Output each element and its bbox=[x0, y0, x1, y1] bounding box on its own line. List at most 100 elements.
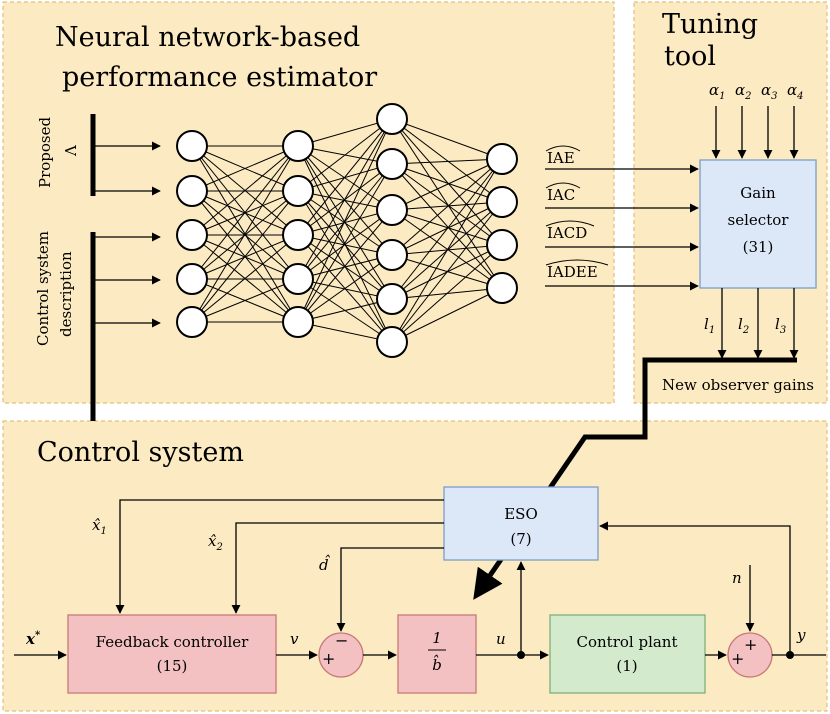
control-plant-block: Control plant (1) bbox=[549, 614, 706, 694]
u-junction bbox=[517, 651, 525, 659]
feedback-line2: (15) bbox=[157, 657, 188, 675]
output-label-iacd: IACD bbox=[547, 224, 587, 242]
nn-edge bbox=[391, 209, 503, 246]
tuning-title-line2: tool bbox=[664, 41, 716, 72]
alpha-label-2: α2 bbox=[735, 81, 752, 102]
output-arrows bbox=[545, 164, 699, 291]
nn-edge bbox=[297, 118, 393, 323]
nn-edge bbox=[391, 118, 503, 289]
nn-edge bbox=[391, 118, 503, 160]
nn-edge bbox=[391, 158, 503, 300]
signal-labels: x* v u y n d̂ x̂1 x̂2 bbox=[25, 516, 806, 648]
x1hat-label: x̂1 bbox=[92, 516, 107, 537]
sum2-plus-left: + bbox=[731, 649, 744, 668]
hat-iadee bbox=[545, 259, 609, 266]
estimator-title-line2: performance estimator bbox=[62, 62, 377, 93]
nn-edge bbox=[297, 118, 393, 236]
gain-selector-line3: (31) bbox=[743, 238, 774, 256]
alpha-label-1: α1 bbox=[709, 81, 726, 102]
n-label: n bbox=[732, 569, 742, 587]
y-label: y bbox=[796, 626, 806, 644]
hat-iac bbox=[545, 182, 581, 189]
nn-edge bbox=[191, 145, 299, 236]
nn-edge bbox=[191, 145, 299, 280]
eso-line1: ESO bbox=[504, 505, 538, 523]
nn-node-l1-3 bbox=[176, 219, 208, 251]
y-to-eso bbox=[599, 521, 791, 655]
eso-block: ESO (7) bbox=[443, 486, 599, 561]
output-label-iac: IAC bbox=[547, 186, 575, 204]
v-label: v bbox=[290, 630, 299, 648]
gain-selector-line2: selector bbox=[728, 211, 790, 229]
nn-node-l4-2 bbox=[486, 186, 518, 218]
control-desc-label-line1: Control system bbox=[34, 231, 52, 346]
nn-node-l1-1 bbox=[176, 130, 208, 162]
nn-node-l2-1 bbox=[282, 130, 314, 162]
nn-edge bbox=[297, 118, 393, 147]
sum1-plus: + bbox=[322, 649, 335, 668]
eso-line2: (7) bbox=[510, 530, 531, 548]
alpha-inputs: α1 α2 α3 α4 bbox=[709, 81, 804, 159]
xstar-label: x* bbox=[25, 630, 41, 648]
nn-node-l4-4 bbox=[486, 272, 518, 304]
nn-edge bbox=[391, 201, 503, 343]
feedback-line1: Feedback controller bbox=[96, 633, 250, 651]
nn-edge bbox=[191, 190, 299, 280]
nn-edge bbox=[297, 209, 393, 323]
x1hat-feedback bbox=[115, 499, 444, 614]
input-arrows bbox=[95, 141, 161, 328]
summation-1: + − bbox=[318, 631, 364, 678]
nn-edge bbox=[297, 321, 393, 343]
gain-label-3: l3 bbox=[775, 315, 786, 336]
nn-node-l1-2 bbox=[176, 175, 208, 207]
nn-edge bbox=[297, 163, 393, 323]
feedback-controller-block: Feedback controller (15) bbox=[67, 614, 277, 694]
nn-edges bbox=[191, 118, 503, 343]
nn-edge bbox=[391, 244, 503, 343]
nn-node-l3-5 bbox=[376, 283, 408, 315]
nn-edge bbox=[297, 118, 393, 192]
y-junction bbox=[786, 651, 794, 659]
nn-node-l2-2 bbox=[282, 175, 314, 207]
control-title: Control system bbox=[37, 437, 244, 468]
nn-edge bbox=[391, 158, 503, 165]
tuning-title-line1: Tuning bbox=[662, 9, 758, 40]
summation-2: + + bbox=[727, 632, 773, 678]
nn-edge bbox=[297, 254, 393, 280]
gain-selector-line1: Gain bbox=[740, 184, 776, 202]
nn-edge bbox=[391, 118, 503, 246]
sum1-minus: − bbox=[335, 631, 348, 650]
output-label-iadee: IADEE bbox=[547, 263, 598, 281]
nn-edge bbox=[297, 118, 393, 280]
lambda-label: Λ bbox=[62, 145, 80, 157]
nn-node-l3-3 bbox=[376, 194, 408, 226]
nn-edge bbox=[391, 201, 503, 211]
nn-node-l3-6 bbox=[376, 326, 408, 358]
dhat-label: d̂ bbox=[319, 555, 330, 574]
nn-edge bbox=[391, 118, 503, 203]
nn-edge bbox=[391, 163, 503, 203]
inverse-b-numerator: 1 bbox=[432, 629, 442, 647]
nn-node-l1-5 bbox=[176, 306, 208, 338]
inverse-b-block: 1 b̂ bbox=[397, 614, 477, 694]
nn-edge bbox=[191, 145, 299, 192]
nn-node-l2-4 bbox=[282, 263, 314, 295]
nn-edge bbox=[297, 254, 393, 323]
sum2-plus-top: + bbox=[744, 635, 757, 654]
gain-label-2: l2 bbox=[738, 315, 749, 336]
nn-edge bbox=[191, 278, 299, 323]
nn-node-l2-3 bbox=[282, 219, 314, 251]
nn-node-l4-3 bbox=[486, 229, 518, 261]
output-label-iae: IAE bbox=[547, 149, 575, 167]
gain-outputs: l1 l2 l3 bbox=[704, 288, 799, 359]
nn-node-l3-4 bbox=[376, 239, 408, 271]
u-label: u bbox=[496, 630, 506, 648]
nn-node-l2-5 bbox=[282, 306, 314, 338]
proposed-label: Proposed bbox=[36, 116, 54, 188]
nn-edge bbox=[297, 209, 393, 236]
nn-edge bbox=[191, 234, 299, 323]
new-observer-gains-label: New observer gains bbox=[662, 376, 814, 394]
estimator-title-line1: Neural network-based bbox=[55, 22, 360, 53]
nn-edge bbox=[391, 163, 503, 246]
alpha-label-3: α3 bbox=[761, 81, 778, 102]
